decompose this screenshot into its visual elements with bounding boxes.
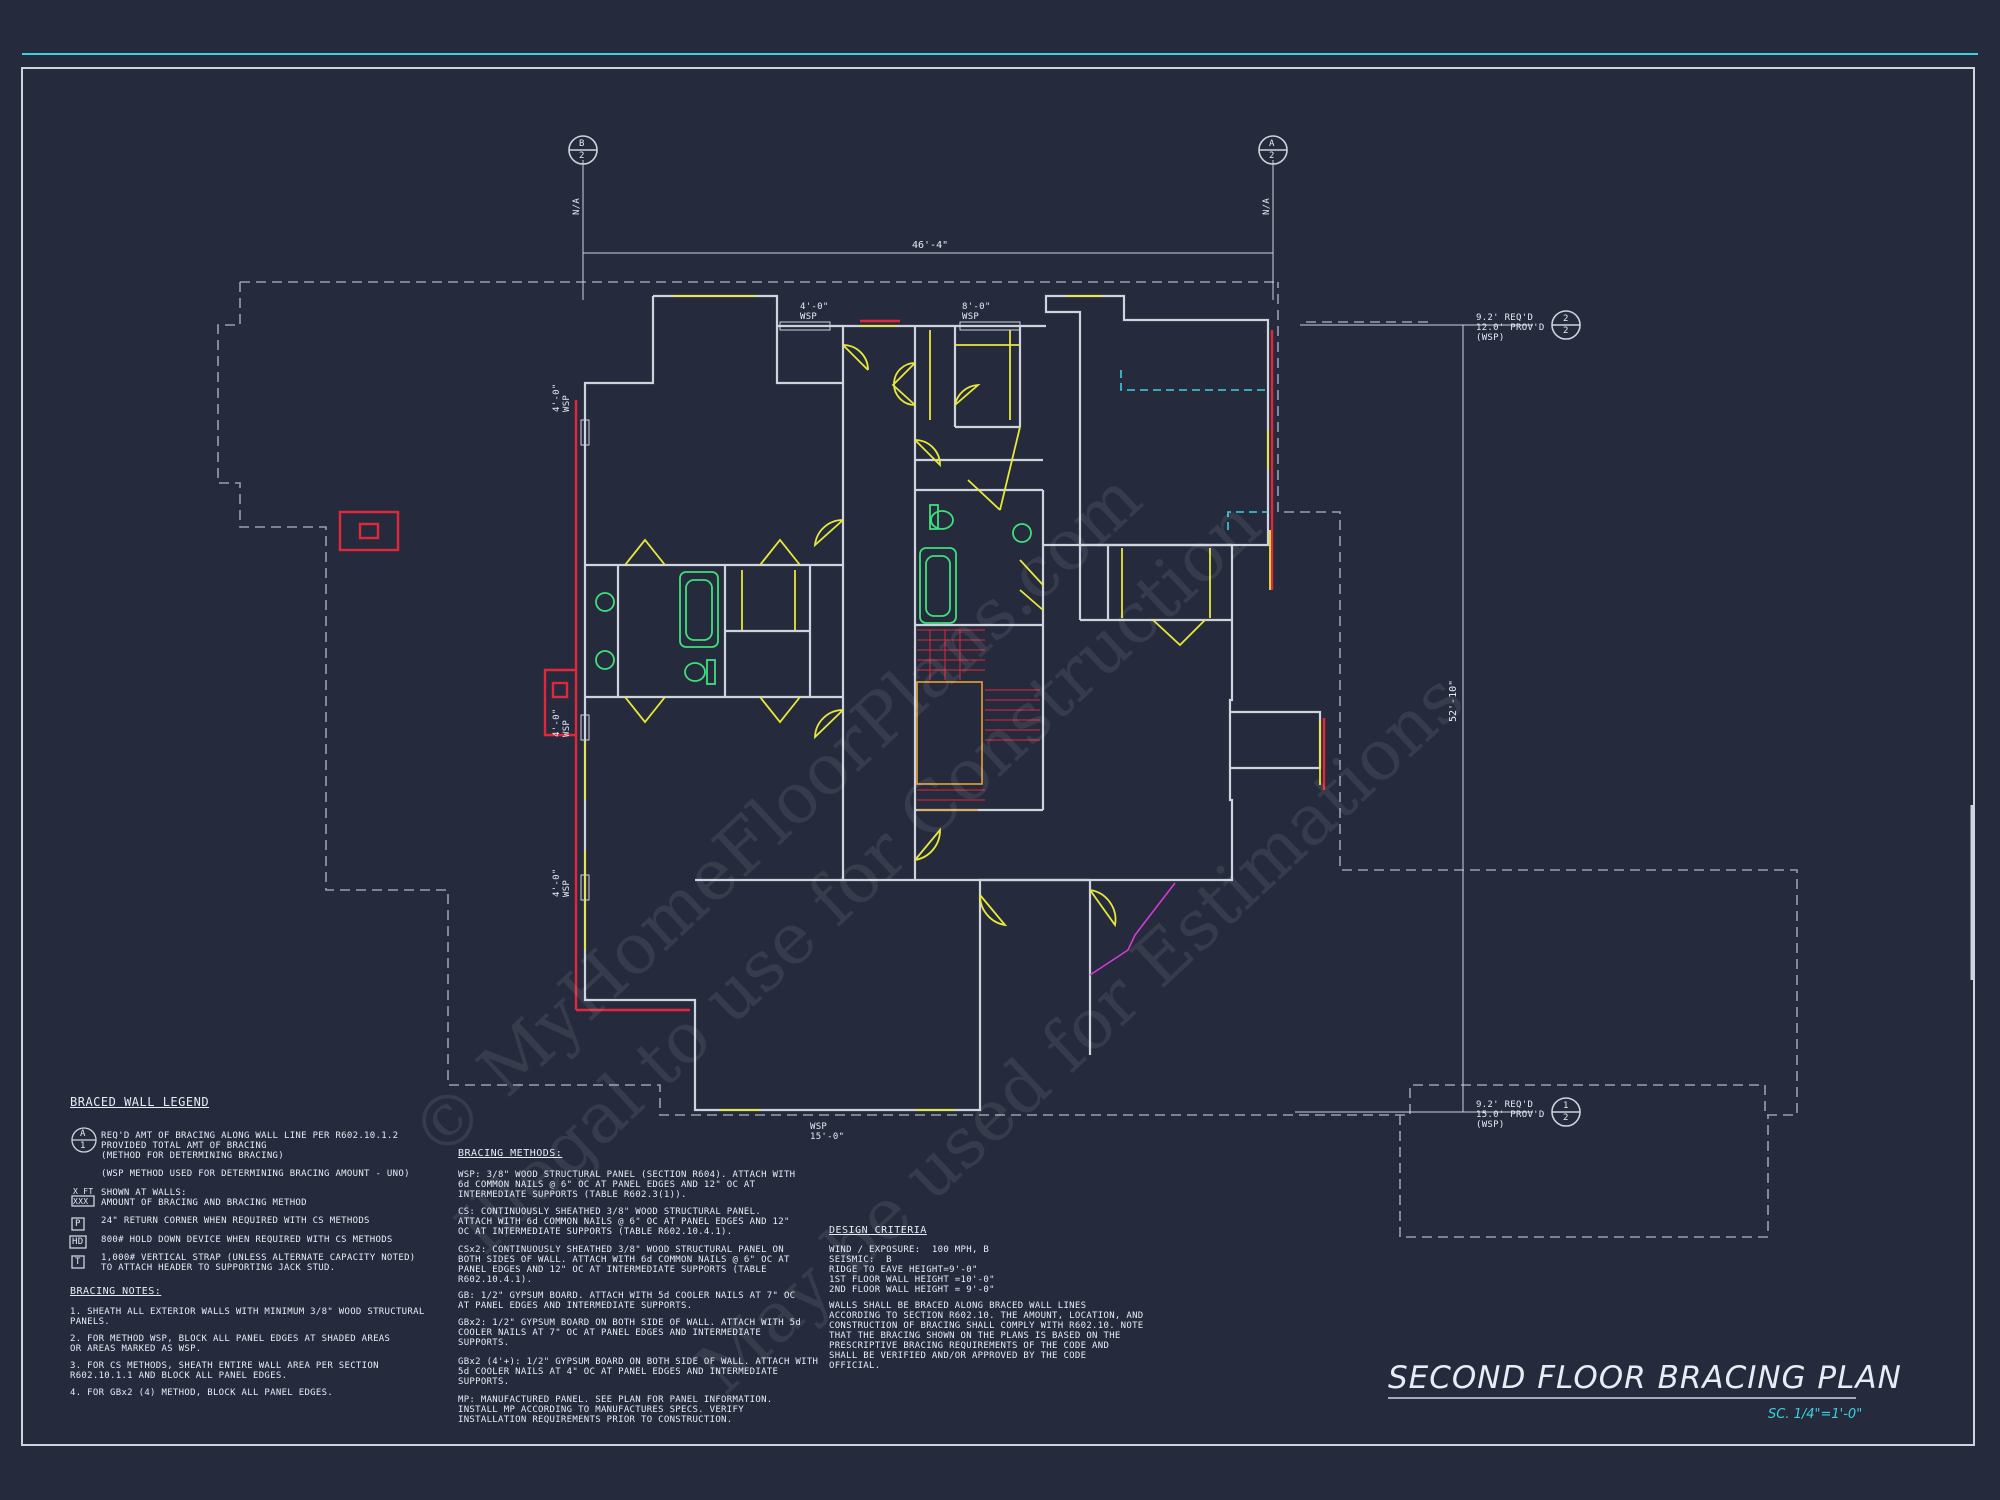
legend-hd-text: 800# HOLD DOWN DEVICE WHEN REQUIRED WITH… [101, 1235, 393, 1245]
bracing-methods-heading: BRACING METHODS: [458, 1148, 563, 1159]
legend-p-symbol: P [75, 1219, 81, 1229]
grid-bubbles [568, 135, 1581, 1127]
bracing-method-wsp: WSP: 3/8" WOOD STRUCTURAL PANEL (SECTION… [458, 1170, 796, 1200]
legend-line-2: (WSP METHOD USED FOR DETERMINING BRACING… [101, 1169, 410, 1179]
legend-symbol-a-top: A [80, 1129, 86, 1139]
legend-xft-text: SHOWN AT WALLS: AMOUNT OF BRACING AND BR… [101, 1188, 307, 1208]
bracing-tag-top-1: 4'-0" WSP [800, 302, 829, 322]
overall-depth-dimension: 52'-10" [1448, 679, 1459, 722]
grid-b-number: 2 [579, 151, 585, 161]
grid-b-letter: B [579, 139, 585, 149]
bracing-tag-left-2: 4'-0" WSP [552, 708, 572, 737]
bracing-method-mp: MP: MANUFACTURED PANEL. SEE PLAN FOR PAN… [458, 1395, 773, 1425]
bracing-note-2: 2. FOR METHOD WSP, BLOCK ALL PANEL EDGES… [70, 1334, 391, 1354]
bracing-note-4: 4. FOR GBx2 (4) METHOD, BLOCK ALL PANEL … [70, 1388, 334, 1398]
bracing-note-1: 1. SHEATH ALL EXTERIOR WALLS WITH MINIMU… [70, 1307, 425, 1327]
legend-t-symbol: T [75, 1257, 81, 1267]
drawing-title: SECOND FLOOR BRACING PLAN [1388, 1360, 1902, 1396]
drawing-scale: SC. 1/4"=1'-0" [1768, 1407, 1863, 1422]
magenta-line [1089, 882, 1176, 976]
bracing-tag-left-1: 4'-0" WSP [552, 383, 572, 412]
bracing-method-gbx2-4: GBx2 (4'+): 1/2" GYPSUM BOARD ON BOTH SI… [458, 1357, 819, 1387]
bracing-method-csx2: CSx2: CONTINUOUSLY SHEATHED 3/8" WOOD ST… [458, 1245, 790, 1285]
cyan-accents [1120, 370, 1268, 530]
roof-outline [217, 281, 1798, 1238]
bracing-note-3: 3. FOR CS METHODS, SHEATH ENTIRE WALL AR… [70, 1361, 379, 1381]
bracing-method-gb: GB: 1/2" GYPSUM BOARD. ATTACH WITH 5d CO… [458, 1291, 796, 1311]
legend-xft-symbol: X FT XXX [73, 1187, 94, 1206]
overall-width-dimension: 46'-4" [912, 240, 949, 251]
grid-a-na: N/A [1262, 197, 1272, 215]
braced-wall-segments [338, 319, 1326, 1012]
bracing-tag-bottom: WSP 15'-0" [810, 1122, 845, 1142]
grid-b-na: N/A [572, 197, 582, 215]
bracing-tag-left-3: 4'-0" WSP [552, 868, 572, 897]
design-criteria-note: WALLS SHALL BE BRACED ALONG BRACED WALL … [829, 1301, 1144, 1371]
sheet-border [21, 67, 1975, 1446]
bracing-method-cs: CS: CONTINUOUSLY SHEATHED 3/8" WOOD STRU… [458, 1207, 790, 1237]
legend-p-text: 24" RETURN CORNER WHEN REQUIRED WITH CS … [101, 1216, 370, 1226]
bracing-notes-heading: BRACING NOTES: [70, 1286, 162, 1297]
wall-line-2-label: 9.2' REQ'D 12.0' PROV'D (WSP) [1476, 313, 1545, 343]
legend-t-text: 1,000# VERTICAL STRAP (UNLESS ALTERNATE … [101, 1253, 416, 1273]
wall-line-2-circle-top: 2 [1563, 314, 1569, 324]
bracing-method-gbx2: GBx2: 1/2" GYPSUM BOARD ON BOTH SIDE OF … [458, 1318, 802, 1348]
legend-symbol-a-bottom: 1 [80, 1141, 86, 1151]
stair-treads [917, 629, 1040, 801]
bracing-tag-top-2: 8'-0" WSP [962, 302, 991, 322]
wall-line-2-circle-bottom: 2 [1563, 326, 1569, 336]
stair [916, 681, 983, 811]
wall-line-1-circle-bottom: 2 [1563, 1113, 1569, 1123]
grid-a-letter: A [1269, 139, 1275, 149]
grid-a-number: 2 [1269, 151, 1275, 161]
wall-line-1-circle-top: 1 [1563, 1101, 1569, 1111]
wall-line-1-label: 9.2' REQ'D 15.0' PROV'D (WSP) [1476, 1100, 1545, 1130]
dimension-lines [582, 160, 1533, 1113]
legend-line-1: REQ'D AMT OF BRACING ALONG WALL LINE PER… [101, 1131, 399, 1161]
design-criteria-heading: DESIGN CRITERIA [829, 1225, 927, 1236]
bathroom-fixtures [595, 504, 1032, 685]
braced-wall-legend-heading: BRACED WALL LEGEND [70, 1095, 210, 1109]
legend-hd-symbol: HD [72, 1237, 84, 1247]
wsp-hatch-markers [580, 321, 1021, 901]
design-criteria-lines: WIND / EXPOSURE: 100 MPH, B SEISMIC: B R… [829, 1245, 995, 1295]
legend-symbols [69, 1127, 97, 1269]
